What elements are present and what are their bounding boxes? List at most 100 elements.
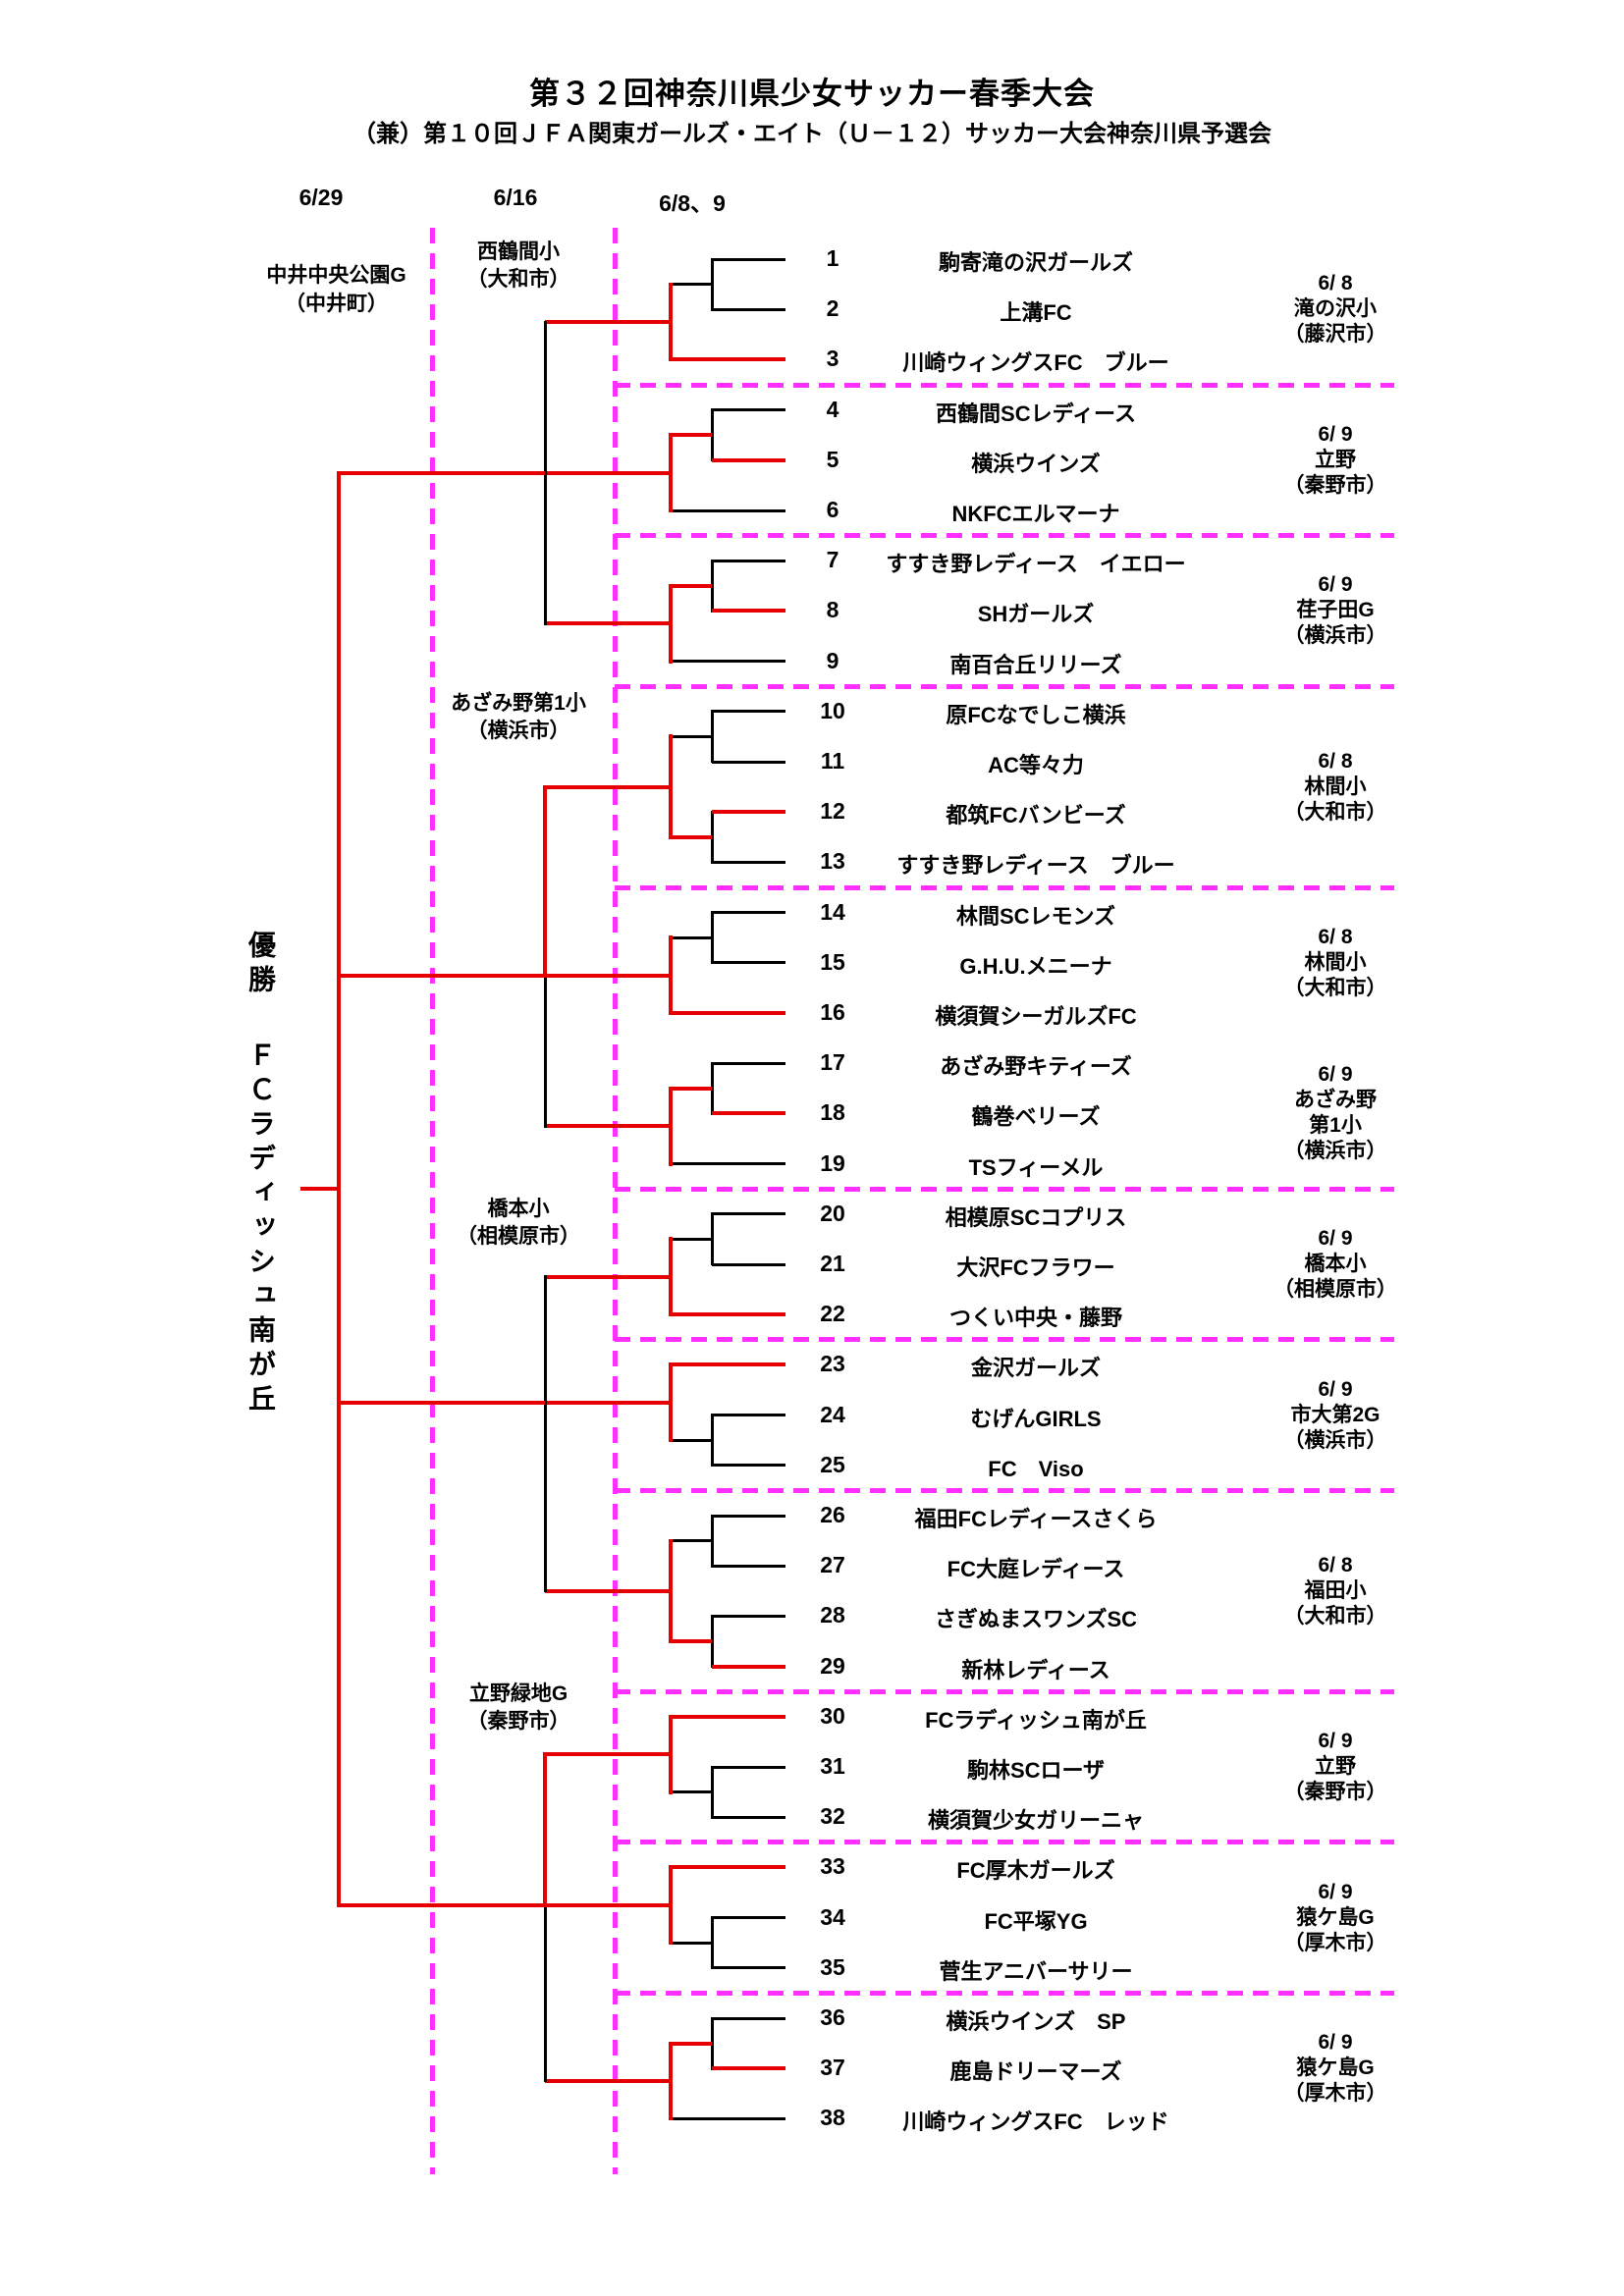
bracket-line [710, 1614, 714, 1669]
bracket-line [669, 1714, 673, 1794]
team-line [712, 1614, 785, 1618]
team-number: 24 [820, 1401, 845, 1427]
group-divider-line [615, 1186, 1394, 1192]
venue-text-line: （藤沢市） [1283, 323, 1387, 347]
bracket-line [710, 257, 714, 311]
team-name: SHガールズ [977, 602, 1095, 627]
bracket-line [671, 1790, 712, 1794]
team-line [712, 1664, 785, 1669]
venue-text-line: 立野 [1315, 448, 1356, 471]
team-line [671, 1011, 785, 1015]
venue-text-line: （厚木市） [1283, 1931, 1387, 1954]
bracket-line [671, 734, 712, 738]
bracket-line [669, 1362, 673, 1443]
team-number: 25 [820, 1451, 845, 1477]
venue-text-line: 林間小 [1304, 774, 1367, 798]
venue-text-line: 橋本小 [1304, 1253, 1367, 1275]
round-bracket-line [543, 1752, 547, 2083]
page-subtitle: （兼）第１０回ＪＦＡ関東ガールズ・エイト（Ｕ－１２）サッカー大会神奈川県予選会 [352, 121, 1272, 147]
team-number: 1 [826, 245, 839, 271]
team-name: さぎぬまスワンズSC [934, 1607, 1138, 1632]
venue-text-line: 橋本小 [487, 1198, 550, 1220]
block-winner-line [545, 1400, 671, 1405]
team-line [671, 660, 785, 664]
second-round-venue: 橋本小（相模原市） [420, 1196, 617, 1251]
team-name: 原FCなでしこ横浜 [946, 702, 1126, 727]
team-name: むげんGIRLS [970, 1406, 1102, 1431]
block-winner-line [545, 320, 671, 324]
venue-text-line: （大和市） [1283, 800, 1387, 824]
team-number: 2 [826, 295, 839, 322]
venue-text-line: （大和市） [1283, 1604, 1387, 1628]
bracket-line [669, 2041, 673, 2121]
team-name: 鶴巻ベリーズ [971, 1104, 1101, 1130]
team-name: 都筑FCバンビーズ [946, 803, 1126, 828]
team-name: FC Viso [988, 1456, 1084, 1481]
team-number: 22 [820, 1301, 845, 1327]
team-number: 15 [820, 948, 845, 975]
team-name: FC平塚YG [984, 1908, 1088, 1934]
bracket-line [669, 583, 673, 664]
team-name: 横須賀シーガルズFC [935, 1004, 1137, 1029]
venue-text-line: （厚木市） [1283, 2082, 1387, 2106]
block-winner-line [545, 1902, 671, 1907]
team-line [671, 1362, 785, 1367]
venue-text-line: 6/ 9 [1318, 1377, 1353, 1401]
team-line [671, 2116, 785, 2120]
team-number: 12 [820, 798, 845, 825]
venue-text-line: 林間小 [1304, 950, 1367, 974]
venue-text-line: 荏子田G [1296, 599, 1375, 622]
bracket-line [669, 734, 673, 839]
team-name: 横浜ウインズ [971, 451, 1101, 476]
team-line [712, 1061, 785, 1065]
team-line [712, 1212, 785, 1216]
team-line [712, 710, 785, 714]
block-winner-line [545, 470, 671, 475]
team-number: 35 [820, 1953, 845, 1980]
team-name: すすき野レディース イエロー [886, 552, 1186, 577]
team-number: 9 [826, 647, 839, 673]
bracket-line [671, 1941, 712, 1945]
final-venue-name: 中井中央公園G [266, 264, 406, 287]
team-number: 23 [820, 1351, 845, 1377]
bracket-line [710, 810, 714, 864]
team-line [671, 357, 785, 362]
team-line [712, 257, 785, 261]
venue-text-line: 市大第2G [1290, 1403, 1380, 1426]
team-number: 29 [820, 1652, 845, 1679]
team-line [712, 1514, 785, 1518]
venue-text-line: 6/ 9 [1318, 1880, 1353, 1903]
team-name: 福田FCレディースさくら [914, 1507, 1158, 1531]
bracket-line [671, 1639, 712, 1643]
block-winner-line [545, 1588, 671, 1593]
venue-text-line: （大和市） [1283, 976, 1387, 999]
round-winner-line [339, 973, 545, 978]
winner-path-line [543, 1752, 547, 1907]
round-bracket-line [543, 320, 547, 625]
team-name: 川崎ウィングスFC ブルー [902, 350, 1169, 376]
venue-text-line: （大和市） [466, 268, 570, 291]
column-divider-line [429, 228, 435, 2174]
venue-text-line: 6/ 9 [1318, 1227, 1353, 1250]
team-name: 相模原SCコプリス [945, 1204, 1127, 1230]
venue-text-line: （秦野市） [466, 1710, 570, 1733]
team-line [712, 961, 785, 965]
team-number: 26 [820, 1502, 845, 1527]
second-round-venue: 西鶴間小（大和市） [420, 239, 617, 294]
team-number: 16 [820, 999, 845, 1025]
champion-prefix: 優勝 [245, 931, 276, 999]
team-name: 川崎ウィングスFC レッド [902, 2109, 1169, 2135]
page-title: 第３２回神奈川県少女サッカー春季大会 [529, 77, 1095, 111]
venue-text-line: 猿ケ島G [1296, 2056, 1375, 2080]
bracket-line [669, 1538, 673, 1643]
group-divider-line [615, 683, 1394, 689]
team-name: 林間SCレモンズ [955, 903, 1116, 929]
bracket-line [710, 911, 714, 965]
bracket-line [669, 433, 673, 512]
team-name: 新林レディース [961, 1657, 1110, 1682]
